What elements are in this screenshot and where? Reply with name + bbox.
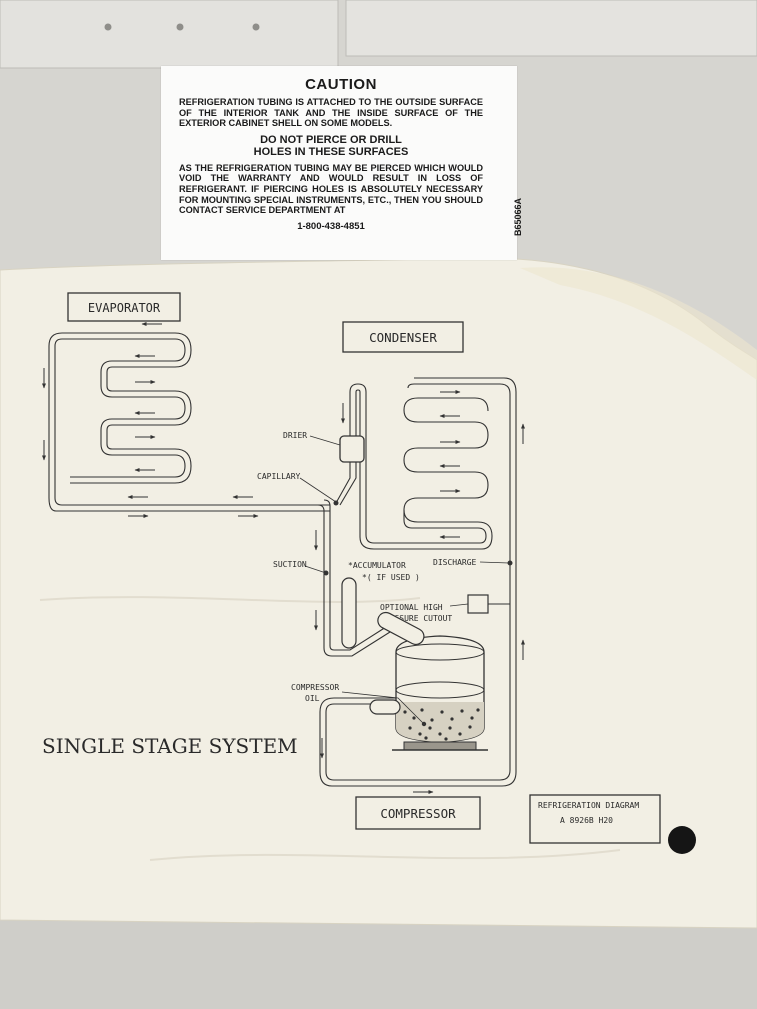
caution-paragraph-1: REFRIGERATION TUBING IS ATTACHED TO THE …: [179, 97, 483, 129]
drier-leader: [309, 435, 341, 446]
suction-label: SUCTION: [273, 560, 307, 569]
top-panel-right: [345, 0, 757, 57]
caution-part-code: B65066A: [513, 198, 523, 237]
system-title: SINGLE STAGE SYSTEM: [42, 734, 298, 758]
capillary-leader: [299, 477, 337, 503]
accumulator-note: *( IF USED ): [362, 573, 420, 582]
screw-hole: [176, 23, 184, 31]
paper-crease: [39, 596, 421, 603]
condenser-coil: [319, 377, 517, 787]
evaporator-box: [67, 292, 181, 322]
accumulator-component: [341, 577, 357, 649]
compressor-box: [355, 796, 481, 830]
screw-hole: [252, 23, 260, 31]
caution-title: CAUTION: [305, 76, 377, 93]
capillary-label: CAPILLARY: [257, 472, 301, 481]
drier-component: [339, 435, 365, 463]
screw-hole: [104, 23, 112, 31]
compressor-unit: [369, 611, 488, 751]
title-block-line2: A 8926B H20: [560, 816, 613, 825]
cutout-leader: [449, 603, 469, 607]
evaporator-label: EVAPORATOR: [88, 301, 161, 315]
cutout-label-line2: PRESSURE CUTOUT: [380, 614, 452, 623]
caution-phone: 1-800-438-4851: [297, 220, 365, 232]
suction-leader: [304, 565, 327, 574]
cabinet-floor: [0, 920, 757, 1009]
pressure-cutout-switch: [467, 594, 489, 614]
caution-label: CAUTION REFRIGERATION TUBING IS ATTACHED…: [161, 66, 523, 260]
suction-line: [317, 499, 391, 657]
diagram-paper: [0, 257, 757, 929]
compressor-oil-label-line1: COMPRESSOR: [291, 683, 339, 692]
condenser-label: CONDENSER: [369, 330, 437, 345]
cabinet-hole: [668, 826, 696, 854]
caution-paragraph-2: AS THE REFRIGERATION TUBING MAY BE PIERC…: [179, 162, 483, 216]
discharge-leader: [479, 561, 511, 564]
caution-warning-line1: DO NOT PIERCE OR DRILL: [260, 133, 402, 146]
flow-arrows: [42, 322, 525, 794]
paper-shade: [520, 267, 757, 380]
compressor-label: COMPRESSOR: [380, 806, 456, 821]
evaporator-coil: [48, 332, 330, 512]
compressor-oil-dots: [403, 708, 480, 741]
caution-warning: DO NOT PIERCE OR DRILL HOLES IN THESE SU…: [179, 134, 483, 158]
top-panel-left: [0, 0, 339, 69]
title-block-line1: REFRIGERATION DIAGRAM: [538, 801, 639, 810]
caution-warning-line2: HOLES IN THESE SURFACES: [253, 145, 409, 158]
drier-label: DRIER: [283, 431, 307, 440]
compressor-oil-label-line2: OIL: [305, 694, 320, 703]
paper-crease: [149, 849, 621, 861]
oil-leader: [341, 691, 425, 725]
discharge-label: DISCHARGE: [433, 558, 477, 567]
capillary-point: [333, 500, 339, 506]
title-block: [529, 794, 661, 844]
condenser-box: [342, 321, 464, 353]
cutout-label-line1: OPTIONAL HIGH: [380, 603, 443, 612]
accumulator-label: *ACCUMULATOR: [348, 561, 406, 570]
capillary-line: [335, 383, 493, 550]
